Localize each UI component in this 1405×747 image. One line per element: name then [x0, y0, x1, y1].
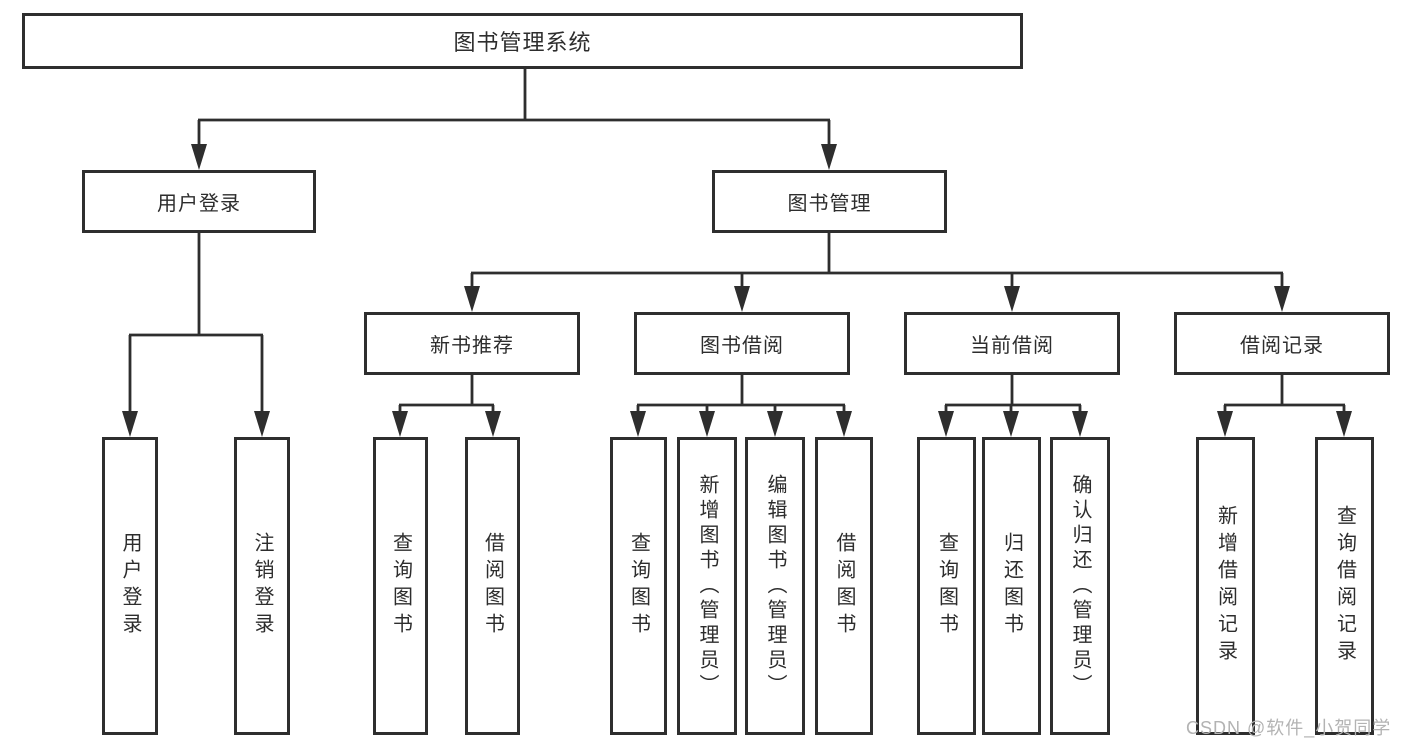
leaf-edit-books-admin: 编辑图书（管理员） [745, 437, 805, 735]
csdn-watermark: CSDN @软件_小贺同学 [1186, 718, 1392, 738]
leaf-query-books-recommend: 查询图书 [373, 437, 428, 735]
node-user-login: 用户登录 [82, 170, 316, 233]
leaf-borrow-books: 借阅图书 [815, 437, 873, 735]
node-new-book-recommend: 新书推荐 [364, 312, 580, 375]
leaf-query-books-current: 查询图书 [917, 437, 976, 735]
node-current-borrow: 当前借阅 [904, 312, 1120, 375]
leaf-query-books-borrow: 查询图书 [610, 437, 667, 735]
node-book-management: 图书管理 [712, 170, 947, 233]
leaf-borrow-books-recommend: 借阅图书 [465, 437, 520, 735]
leaf-logout: 注销登录 [234, 437, 290, 735]
node-book-borrow: 图书借阅 [634, 312, 850, 375]
leaf-add-borrow-record: 新增借阅记录 [1196, 437, 1255, 735]
leaf-return-books: 归还图书 [982, 437, 1041, 735]
leaf-add-books-admin: 新增图书（管理员） [677, 437, 737, 735]
leaf-query-borrow-record: 查询借阅记录 [1315, 437, 1374, 735]
leaf-confirm-return-admin: 确认归还（管理员） [1050, 437, 1110, 735]
node-borrow-records: 借阅记录 [1174, 312, 1390, 375]
node-root: 图书管理系统 [22, 13, 1023, 69]
leaf-user-login: 用户登录 [102, 437, 158, 735]
